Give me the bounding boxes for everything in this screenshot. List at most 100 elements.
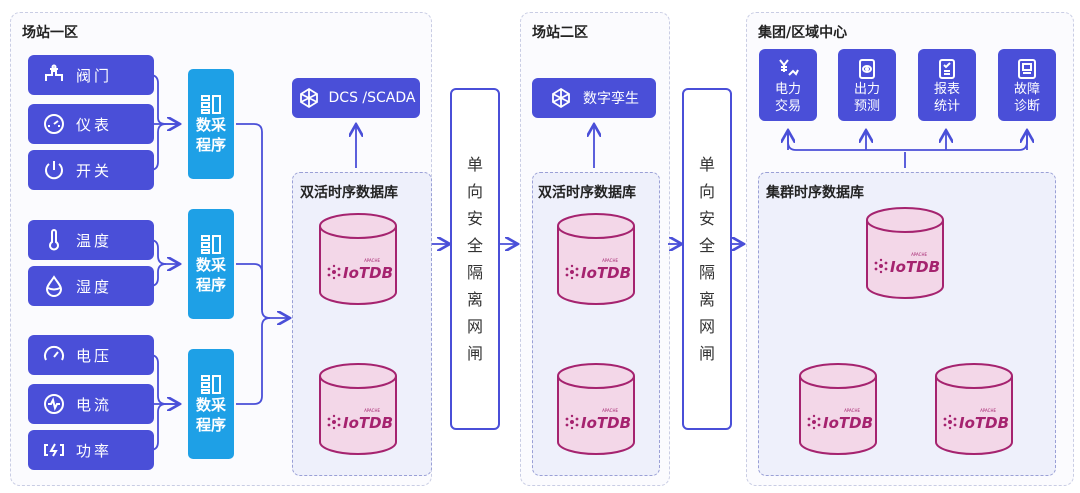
iotdb-apache-text: APACHE: [844, 408, 860, 413]
acq-label-line1: 数采: [195, 116, 226, 134]
iotdb-logo-text: IoTDB: [581, 414, 631, 432]
iotdb-logo-text: IoTDB: [890, 258, 940, 276]
gateway-char: 全: [698, 236, 715, 255]
app-power-trading[interactable]: 电力 交易: [759, 49, 817, 121]
app-report-statistics[interactable]: 报表 统计: [918, 49, 976, 121]
iotdb-logo-text: IoTDB: [823, 414, 873, 432]
device-valve[interactable]: 阀门: [28, 55, 154, 95]
meter-icon: [40, 110, 68, 138]
gateway-char: 闸: [698, 344, 715, 363]
device-voltage-label: 电压: [76, 346, 113, 365]
device-temperature[interactable]: 温度: [28, 220, 154, 260]
power-plug-icon: [40, 436, 68, 464]
eye-doc-icon: [859, 59, 875, 79]
power-switch-icon: [40, 156, 68, 184]
network-node-icon: [552, 87, 570, 109]
iotdb-logo-text: IoTDB: [343, 414, 393, 432]
gateway-char: 闸: [466, 344, 483, 363]
app-label-line2: 交易: [774, 99, 801, 114]
digital-twin-label: 数字孪生: [583, 91, 639, 107]
data-collect-icon: [201, 375, 221, 394]
gateway-char: 隔: [466, 263, 483, 282]
iotdb-logo-text: IoTDB: [959, 414, 1009, 432]
app-label-line2: 统计: [933, 99, 960, 114]
iotdb-apache-text: APACHE: [911, 252, 927, 257]
gateway-char: 网: [466, 317, 483, 336]
device-switch[interactable]: 开关: [28, 150, 154, 190]
app-label-line2: 预测: [853, 99, 880, 114]
device-meter[interactable]: 仪表: [28, 104, 154, 144]
device-power-label: 功率: [76, 441, 113, 460]
gateway-char: 安: [698, 209, 715, 228]
iotdb-logo-text: IoTDB: [343, 264, 393, 282]
acq-label-line1: 数采: [195, 256, 226, 274]
dcs-scada-label: DCS /SCADA: [328, 90, 416, 106]
gateway-char: 向: [466, 182, 483, 201]
digital-twin-button[interactable]: 数字孪生: [532, 78, 656, 118]
iotdb-apache-text: APACHE: [364, 258, 380, 263]
iotdb-apache-text: APACHE: [980, 408, 996, 413]
one-way-gateway-2: 单向安全隔离网闸: [682, 88, 732, 430]
gauge-icon: [40, 341, 68, 369]
zone-group-center-title: 集团/区域中心: [758, 25, 848, 41]
device-temperature-label: 温度: [76, 231, 113, 250]
network-node-icon: [299, 87, 318, 109]
gateway-char: 单: [698, 155, 715, 174]
zone-station-two-title: 场站二区: [532, 25, 588, 41]
iotdb-apache-text: APACHE: [602, 408, 618, 413]
device-current[interactable]: 电流: [28, 384, 154, 424]
report-list-icon: [939, 59, 955, 79]
iotdb-logo-text: IoTDB: [581, 264, 631, 282]
dcs-scada-button[interactable]: DCS /SCADA: [292, 78, 420, 118]
device-switch-label: 开关: [76, 161, 113, 180]
yen-trend-icon: [779, 59, 799, 76]
gateway-char: 离: [698, 290, 715, 309]
gateway-char: 全: [466, 236, 483, 255]
app-fault-diagnosis[interactable]: 故障 诊断: [998, 49, 1056, 121]
gateway-char: 单: [466, 155, 483, 174]
gateway-char: 离: [466, 290, 483, 309]
data-collect-icon: [201, 95, 221, 114]
water-drop-icon: [40, 272, 68, 300]
device-humidity[interactable]: 湿度: [28, 266, 154, 306]
diagnosis-icon: [1018, 59, 1036, 79]
data-collect-icon: [201, 235, 221, 254]
app-label-line1: 报表: [933, 82, 960, 97]
device-humidity-label: 湿度: [76, 277, 113, 296]
gateway-char: 网: [698, 317, 715, 336]
acquisition-program-1[interactable]: 数采 程序: [188, 69, 234, 179]
gateway-char: 安: [466, 209, 483, 228]
zone-station-one-title: 场站一区: [22, 25, 78, 41]
device-voltage[interactable]: 电压: [28, 335, 154, 375]
current-wave-icon: [40, 390, 68, 418]
gateway-char: 向: [698, 182, 715, 201]
gateway-char: 隔: [698, 263, 715, 282]
device-current-label: 电流: [76, 395, 113, 414]
one-way-gateway-1: 单向安全隔离网闸: [450, 88, 500, 430]
acquisition-program-3[interactable]: 数采 程序: [188, 349, 234, 459]
valve-icon: [40, 61, 68, 89]
device-meter-label: 仪表: [76, 115, 113, 134]
device-power[interactable]: 功率: [28, 430, 154, 470]
active-active-db-title: 双活时序数据库: [300, 185, 398, 201]
iotdb-apache-text: APACHE: [364, 408, 380, 413]
app-output-forecast[interactable]: 出力 预测: [838, 49, 896, 121]
acq-label-line2: 程序: [195, 276, 226, 294]
app-label-line1: 电力: [774, 82, 801, 97]
app-label-line1: 故障: [1013, 82, 1040, 97]
acquisition-program-2[interactable]: 数采 程序: [188, 209, 234, 319]
